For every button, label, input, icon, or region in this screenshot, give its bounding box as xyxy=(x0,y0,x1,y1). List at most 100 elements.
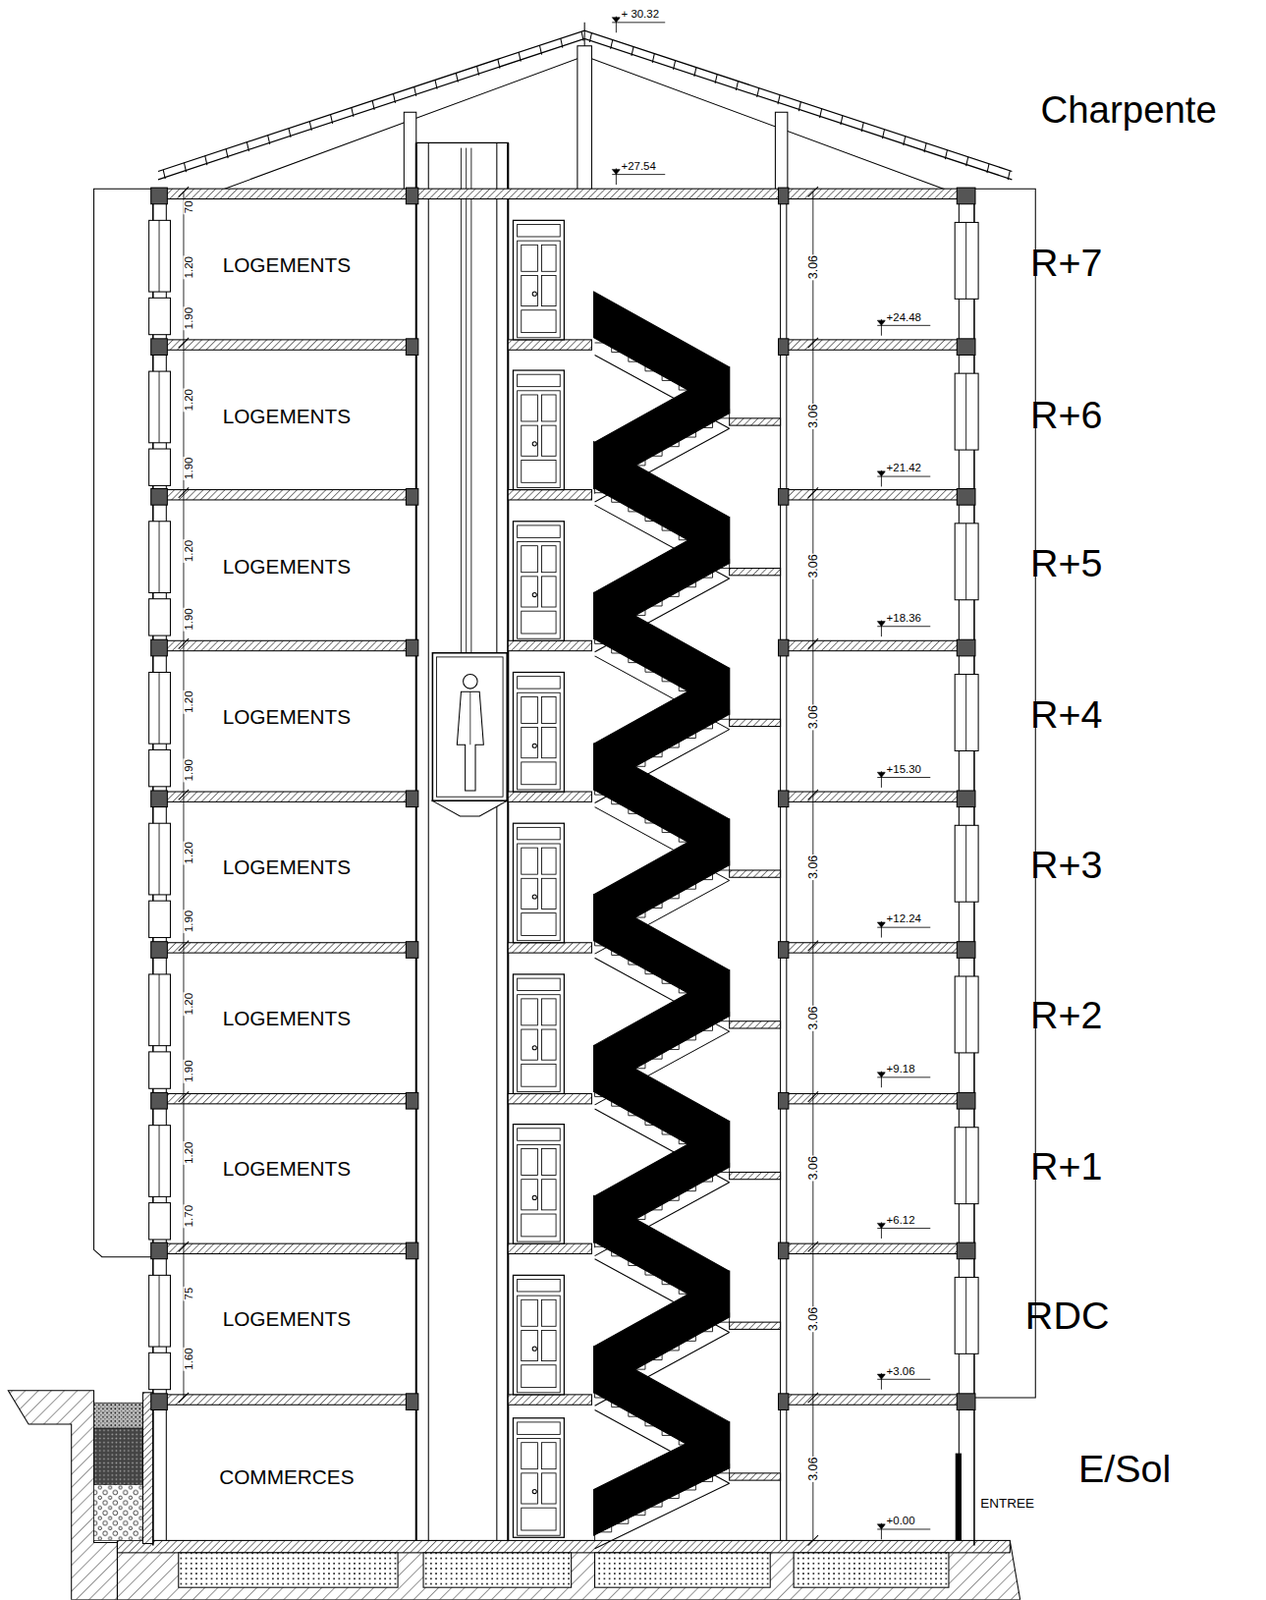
level-marker xyxy=(877,625,931,627)
ground-slab xyxy=(116,1540,1010,1552)
door xyxy=(517,525,561,538)
beam xyxy=(405,489,418,506)
door xyxy=(521,275,539,306)
beam xyxy=(956,639,976,657)
machine-room xyxy=(416,142,508,192)
stair-landing xyxy=(729,718,781,726)
room-label: LOGEMENTS xyxy=(222,405,351,427)
window xyxy=(954,373,979,450)
door xyxy=(542,727,557,759)
roof-tile xyxy=(861,122,864,132)
window xyxy=(954,221,979,299)
window xyxy=(954,1276,979,1354)
level-name: R+2 xyxy=(1030,995,1103,1035)
floor-slab xyxy=(153,188,975,199)
level-name: R+5 xyxy=(1030,544,1103,583)
roof-tile xyxy=(966,157,969,166)
level-marker xyxy=(877,320,885,326)
door xyxy=(517,542,561,640)
beam xyxy=(151,639,168,657)
roof-tile xyxy=(694,67,697,77)
roof-tile xyxy=(903,136,906,146)
roof-tile xyxy=(183,163,186,172)
floor-slab xyxy=(780,1093,975,1103)
truss-post xyxy=(577,46,593,193)
stair-landing xyxy=(729,870,781,878)
beam xyxy=(956,1092,976,1109)
floor-slab xyxy=(780,339,975,350)
door xyxy=(512,1418,564,1539)
beam xyxy=(778,338,789,356)
dimension-tick xyxy=(808,789,819,800)
dimension-label: 1.90 xyxy=(182,606,194,631)
dimension-label: 3.06 xyxy=(807,704,820,730)
floor-slab xyxy=(153,942,417,953)
cable xyxy=(460,148,462,654)
elevation-label: +21.42 xyxy=(885,462,923,474)
door xyxy=(517,826,561,839)
dimension-label: 1.90 xyxy=(182,456,194,481)
dimension-label: 3.06 xyxy=(807,1004,820,1031)
parapet-outline xyxy=(974,188,1036,1398)
dimension-label: 1.70 xyxy=(182,1204,194,1228)
door xyxy=(521,913,556,936)
roof-tile xyxy=(589,33,592,43)
level-name: Charpente xyxy=(1040,91,1216,129)
beam xyxy=(405,1242,418,1260)
beam xyxy=(778,1393,789,1411)
beam xyxy=(778,1242,789,1260)
window xyxy=(965,674,967,752)
door xyxy=(542,1149,557,1176)
roof-tile xyxy=(330,114,333,124)
door xyxy=(542,1329,557,1361)
cable xyxy=(465,148,467,654)
roof-tile xyxy=(518,52,521,61)
level-name: R+4 xyxy=(1030,694,1103,733)
door xyxy=(521,244,539,272)
roof-tile xyxy=(631,47,634,56)
roof-tile xyxy=(497,58,500,68)
window xyxy=(965,523,967,601)
window xyxy=(965,1127,967,1205)
dimension-label: 1.20 xyxy=(182,840,194,865)
dimension-label: 1.20 xyxy=(182,991,194,1016)
elevation-label: +12.24 xyxy=(885,913,923,925)
door xyxy=(521,1442,539,1470)
window xyxy=(159,974,161,1046)
level-marker xyxy=(877,621,885,627)
room-label: LOGEMENTS xyxy=(222,1309,351,1330)
roof-tile xyxy=(881,129,884,139)
beam xyxy=(956,1242,976,1260)
window xyxy=(965,976,967,1053)
beam xyxy=(778,941,789,959)
dimension-tick xyxy=(178,337,189,348)
window xyxy=(149,371,171,443)
roof-tile xyxy=(798,102,801,111)
dimension-tick xyxy=(178,1392,189,1403)
elevation-label: +15.30 xyxy=(885,763,923,774)
elevation-label: + 30.32 xyxy=(620,8,661,20)
floor-slab xyxy=(507,1093,592,1103)
roof-tile xyxy=(673,60,676,70)
door xyxy=(517,843,561,941)
floor-slab xyxy=(153,490,417,500)
beam xyxy=(151,489,168,506)
gravel-layer xyxy=(94,1484,144,1541)
door xyxy=(542,1179,557,1211)
elevation-label: +0.00 xyxy=(885,1515,917,1527)
door xyxy=(521,762,556,785)
door xyxy=(512,823,564,943)
door xyxy=(521,847,539,875)
dimension-tick xyxy=(178,186,189,197)
window xyxy=(149,220,171,292)
stair-landing xyxy=(729,1171,781,1179)
elevation-label: ENTREE xyxy=(979,1495,1036,1510)
door xyxy=(521,425,539,456)
roof-tile xyxy=(268,135,271,145)
level-marker xyxy=(611,173,665,175)
window xyxy=(954,674,979,752)
floor-slab xyxy=(153,791,417,802)
elevation-label: +27.54 xyxy=(620,161,658,172)
person xyxy=(469,691,471,745)
door xyxy=(521,1149,539,1176)
